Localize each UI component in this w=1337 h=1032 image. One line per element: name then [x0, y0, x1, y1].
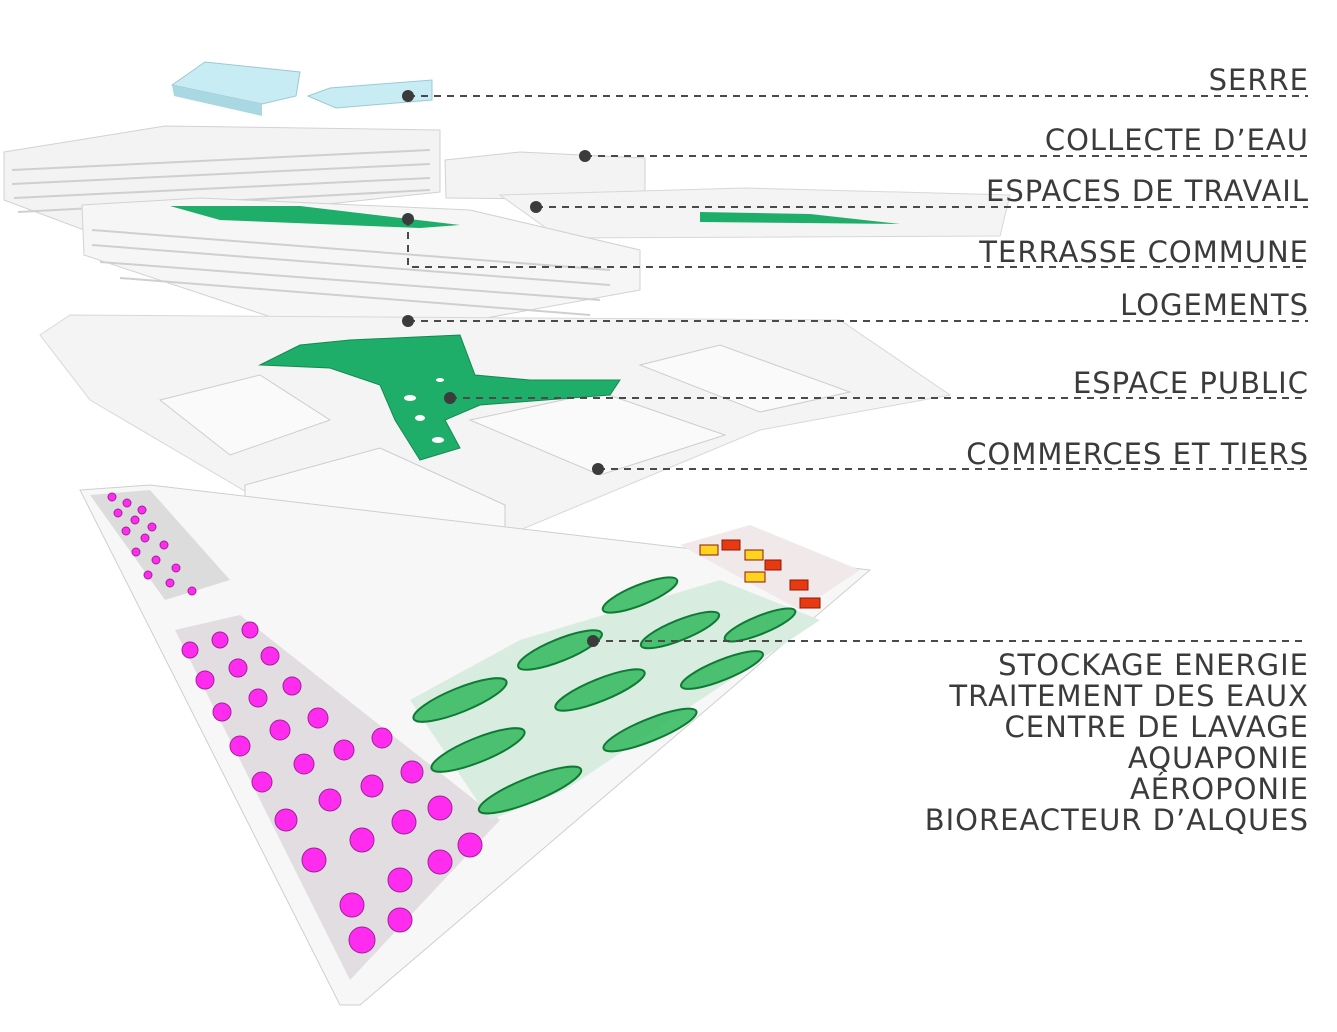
label-espace-public: ESPACE PUBLIC — [1072, 366, 1309, 400]
leader-dot-legend — [587, 635, 599, 647]
label-serre: SERRE — [1208, 63, 1309, 97]
leader-dots — [402, 90, 604, 647]
leader-dot-terrasse — [402, 213, 414, 225]
legend-item: CENTRE DE LAVAGE — [1004, 710, 1309, 744]
label-collecte-eau: COLLECTE D’EAU — [1044, 123, 1309, 157]
upper-buildings-layer — [3, 125, 1011, 331]
leader-dot-commerces — [592, 463, 604, 475]
leader-dot-serre — [402, 90, 414, 102]
label-terrasse-commune: TERRASSE COMMUNE — [979, 235, 1309, 269]
leader-dot-travail — [530, 201, 542, 213]
legend-item: BIOREACTEUR D’ALQUES — [924, 803, 1309, 837]
algae-bioreactors — [412, 576, 797, 815]
legend-item: AQUAPONIE — [1127, 741, 1309, 775]
label-espaces-travail: ESPACES DE TRAVAIL — [986, 174, 1309, 208]
base-program-list: STOCKAGE ENERGIE TRAITEMENT DES EAUX CEN… — [925, 650, 1309, 836]
energy-storage-cells — [699, 539, 821, 609]
legend-item: AÉROPONIE — [1129, 772, 1309, 806]
legend-item: TRAITEMENT DES EAUX — [949, 679, 1309, 713]
leader-lines — [407, 95, 1308, 642]
aeroponie-bulbs — [107, 492, 483, 954]
greenhouse-layer — [170, 61, 433, 116]
legend-item: STOCKAGE ENERGIE — [998, 648, 1309, 682]
leader-dot-public — [444, 392, 456, 404]
leader-dot-logements — [402, 315, 414, 327]
leader-dot-collecte — [579, 150, 591, 162]
label-commerces-tiers: COMMERCES ET TIERS — [966, 437, 1309, 471]
label-logements: LOGEMENTS — [1120, 288, 1309, 322]
